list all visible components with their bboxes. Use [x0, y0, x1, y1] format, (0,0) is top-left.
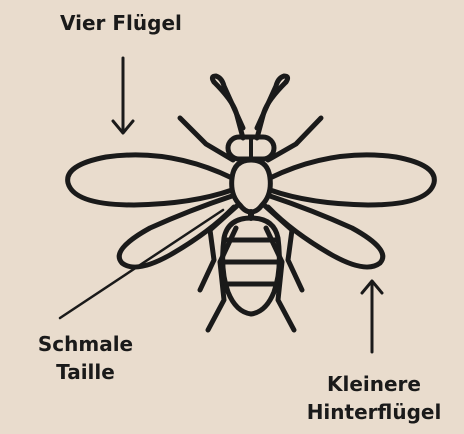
- wasp-abdomen: [222, 218, 280, 314]
- antennae: [212, 76, 287, 138]
- left-forewing: [68, 155, 232, 205]
- label-narrow-waist: Schmale Taille: [23, 330, 148, 386]
- right-forewing: [270, 155, 434, 205]
- arrow-up-icon: [362, 281, 382, 352]
- label-narrow-waist-line2: Taille: [23, 358, 148, 386]
- label-smaller-hindwings-line2: Hinterflügel: [286, 398, 462, 426]
- label-four-wings: Vier Flügel: [60, 9, 182, 37]
- arrow-down-icon: [113, 58, 133, 133]
- wasp-head: [228, 137, 274, 159]
- label-narrow-waist-line1: Schmale: [23, 330, 148, 358]
- label-smaller-hindwings: Kleinere Hinterflügel: [286, 370, 462, 426]
- label-smaller-hindwings-line1: Kleinere: [286, 370, 462, 398]
